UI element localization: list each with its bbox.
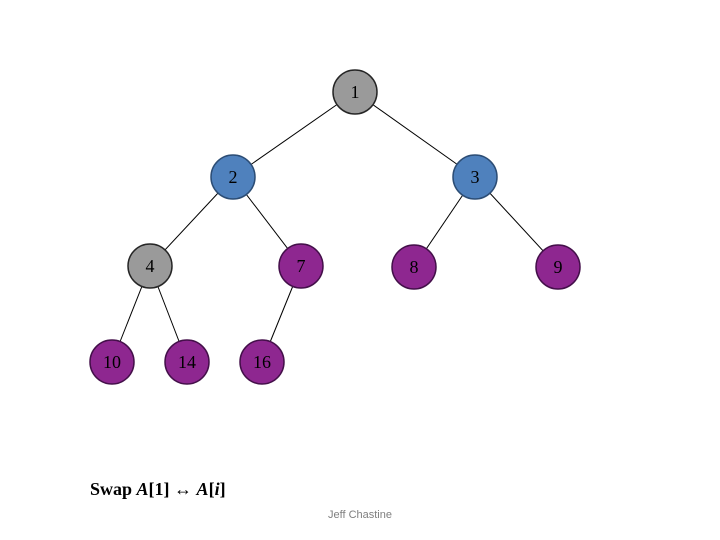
tree-node-8: 8 bbox=[391, 244, 437, 290]
node-circle bbox=[127, 243, 173, 289]
node-label: 8 bbox=[410, 257, 419, 277]
node-circle bbox=[391, 244, 437, 290]
tree-node-3: 3 bbox=[452, 154, 498, 200]
tree-node-4: 4 bbox=[127, 243, 173, 289]
node-circle bbox=[332, 69, 378, 115]
tree-edges bbox=[111, 91, 559, 363]
tree-node-2: 2 bbox=[210, 154, 256, 200]
tree-node-7: 7 bbox=[278, 243, 324, 289]
node-circle bbox=[164, 339, 210, 385]
caption-segment: [1] bbox=[148, 479, 175, 499]
caption-segment: [ bbox=[208, 479, 215, 499]
caption-segment: Swap bbox=[90, 479, 137, 499]
node-label: 14 bbox=[178, 352, 196, 372]
caption-segment: ↔ bbox=[174, 479, 193, 499]
node-circle bbox=[278, 243, 324, 289]
swap-caption: Swap A[1] ↔ A[i] bbox=[90, 479, 226, 500]
node-circle bbox=[239, 339, 285, 385]
tree-edge bbox=[354, 91, 476, 178]
node-label: 16 bbox=[253, 352, 271, 372]
node-circle bbox=[89, 339, 135, 385]
node-circle bbox=[210, 154, 256, 200]
node-circle bbox=[535, 244, 581, 290]
caption-segment: ] bbox=[219, 479, 226, 499]
tree-edge bbox=[232, 91, 356, 178]
node-label: 2 bbox=[229, 167, 238, 187]
footer-author: Jeff Chastine bbox=[327, 509, 392, 521]
node-label: 10 bbox=[103, 352, 121, 372]
node-label: 7 bbox=[297, 256, 306, 276]
node-label: 9 bbox=[554, 257, 563, 277]
caption-segment: A bbox=[136, 479, 149, 499]
tree-node-9: 9 bbox=[535, 244, 581, 290]
tree-node-16: 16 bbox=[239, 339, 285, 385]
node-label: 4 bbox=[146, 256, 155, 276]
caption-segment: A bbox=[196, 479, 209, 499]
tree-nodes: 1 2 3 4 7 8 9 10 14 16 bbox=[89, 69, 581, 385]
node-label: 1 bbox=[351, 82, 360, 102]
node-label: 3 bbox=[471, 167, 480, 187]
caption-segment: i bbox=[214, 479, 220, 499]
tree-node-10: 10 bbox=[89, 339, 135, 385]
tree-node-14: 14 bbox=[164, 339, 210, 385]
node-circle bbox=[452, 154, 498, 200]
tree-node-1: 1 bbox=[332, 69, 378, 115]
